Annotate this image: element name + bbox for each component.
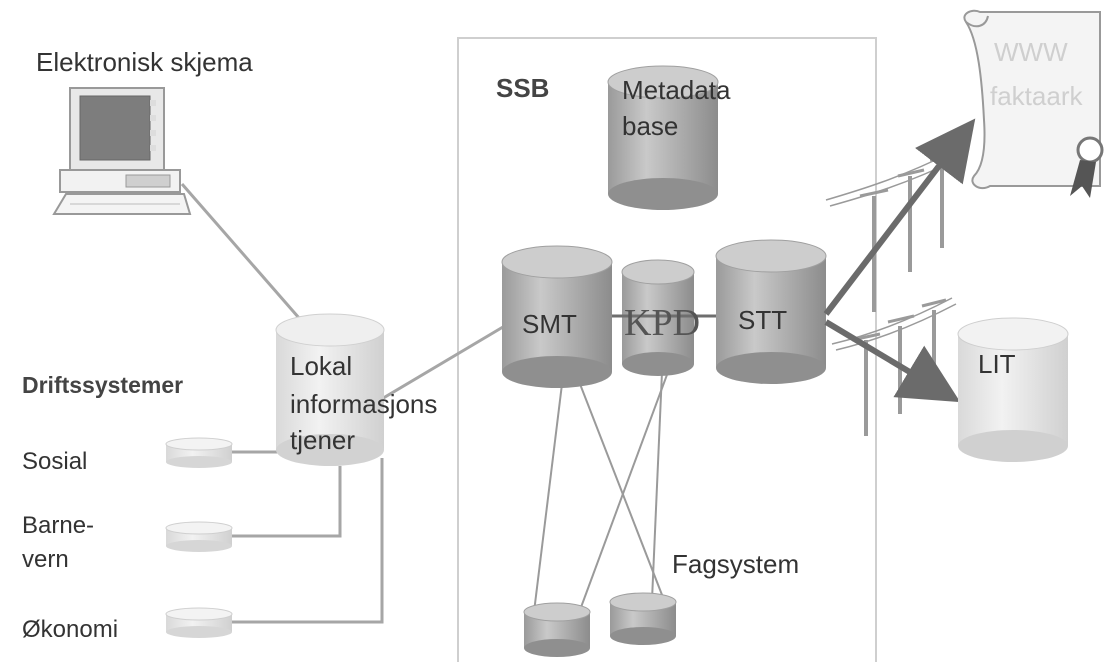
metadata-base-cylinder (607, 65, 719, 210)
tjener-label: tjener (290, 425, 356, 455)
ssb-label: SSB (496, 73, 550, 103)
lit-cylinder (957, 317, 1069, 462)
arrow-to-www (823, 118, 976, 316)
smt-cylinder (501, 245, 613, 388)
scroll-certificate-icon (963, 9, 1104, 198)
arrow-to-lit (824, 319, 961, 403)
lokal-server-cylinder (275, 313, 385, 466)
fagsystem-db-right (609, 592, 677, 645)
faktaark-label: faktaark (990, 81, 1083, 111)
vern-label: vern (22, 546, 69, 573)
fagsystem-links (533, 371, 669, 613)
okonomi-label: Økonomi (22, 616, 119, 643)
sosial-db-icon (165, 437, 233, 468)
computer-icon (52, 87, 192, 215)
fagsystem-label: Fagsystem (672, 549, 800, 579)
kpd-label: KPD (624, 302, 701, 344)
lokal-label: Lokal (290, 351, 353, 381)
driftssystemer-label: Driftssystemer (22, 372, 184, 398)
fagsystem-db-left (523, 602, 591, 657)
smt-label: SMT (522, 309, 577, 339)
barnevern-db-icon (165, 521, 233, 552)
elektronisk-skjema-label: Elektronisk skjema (36, 47, 253, 77)
stt-cylinder (715, 239, 827, 384)
stt-label: STT (738, 305, 788, 335)
kpd-cylinder (621, 259, 695, 376)
www-label: WWW (994, 37, 1068, 67)
lit-label: LIT (978, 349, 1016, 379)
barne-label: Barne- (22, 512, 95, 539)
metadata-label: Metadata (622, 75, 731, 105)
okonomi-db-icon (165, 607, 233, 638)
informasjons-label: informasjons (290, 389, 438, 419)
sosial-label: Sosial (22, 448, 88, 475)
base-label: base (622, 111, 679, 141)
